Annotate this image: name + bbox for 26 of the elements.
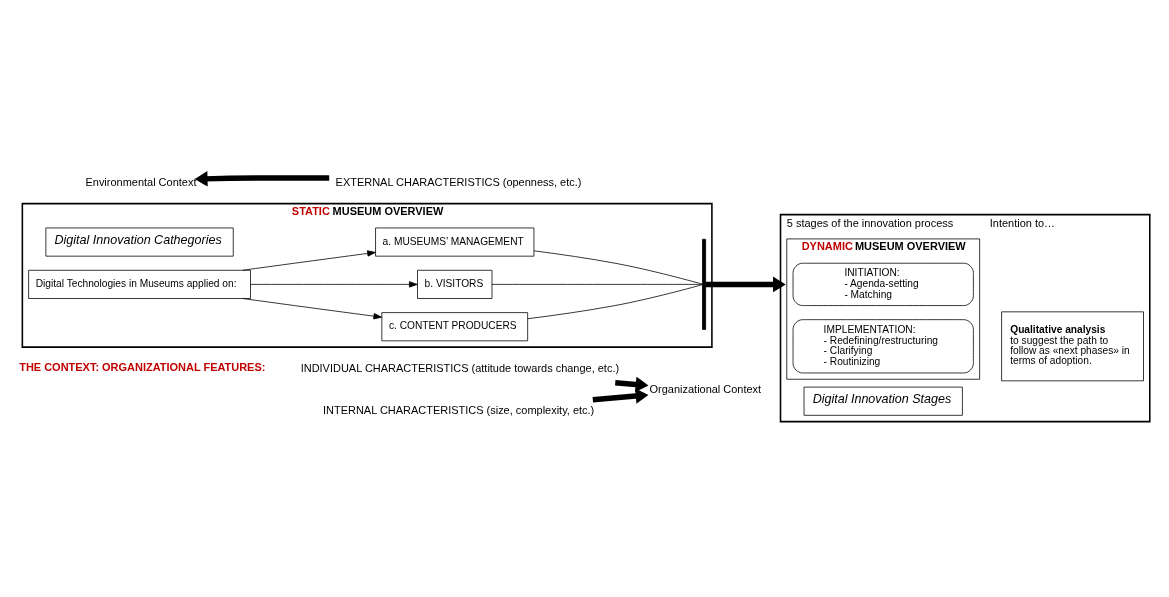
node-bracket [702,238,706,330]
arrow [705,276,786,293]
arrow [615,376,649,393]
node-text: EXTERNAL CHARACTERISTICS (openness, etc.) [335,176,582,189]
node-box: Digital Innovation Stages [803,386,963,416]
label: THE CONTEXT: ORGANIZATIONAL FEATURES: [19,361,266,374]
arrow [242,298,383,320]
connector [527,284,703,320]
node-text: Environmental Context [85,176,197,189]
arrow [250,281,418,288]
node-box: b. VISITORS [417,269,493,299]
node-text: Organizational Context [649,383,762,396]
node-box: a. MUSEUMS’ MANAGEMENT [375,227,535,257]
arrow [242,250,376,271]
node-box: IMPLEMENTATION: - Redefining/restructuring - Clarifying - Routinizing [792,319,974,374]
node-box: INITIATION: - Agenda-setting - Matching [792,262,974,306]
arrow [194,171,330,187]
connector [491,284,703,285]
node-box: Digital Innovation Cathegories [45,227,234,257]
arrow [592,388,649,404]
node-box: c. CONTENT PRODUCERS [381,312,529,342]
node-box: Qualitative analysis to suggest the path to follow as «next phases» in terms of adoption. [1001,311,1144,382]
node-text: INTERNAL CHARACTERISTICS (size, complexity, etc.) [323,404,595,417]
node-box: Digital Technologies in Museums applied on: [28,269,251,299]
connector [533,250,703,285]
node-text: INDIVIDUAL CHARACTERISTICS (attitude towards change, etc.) [300,361,620,374]
